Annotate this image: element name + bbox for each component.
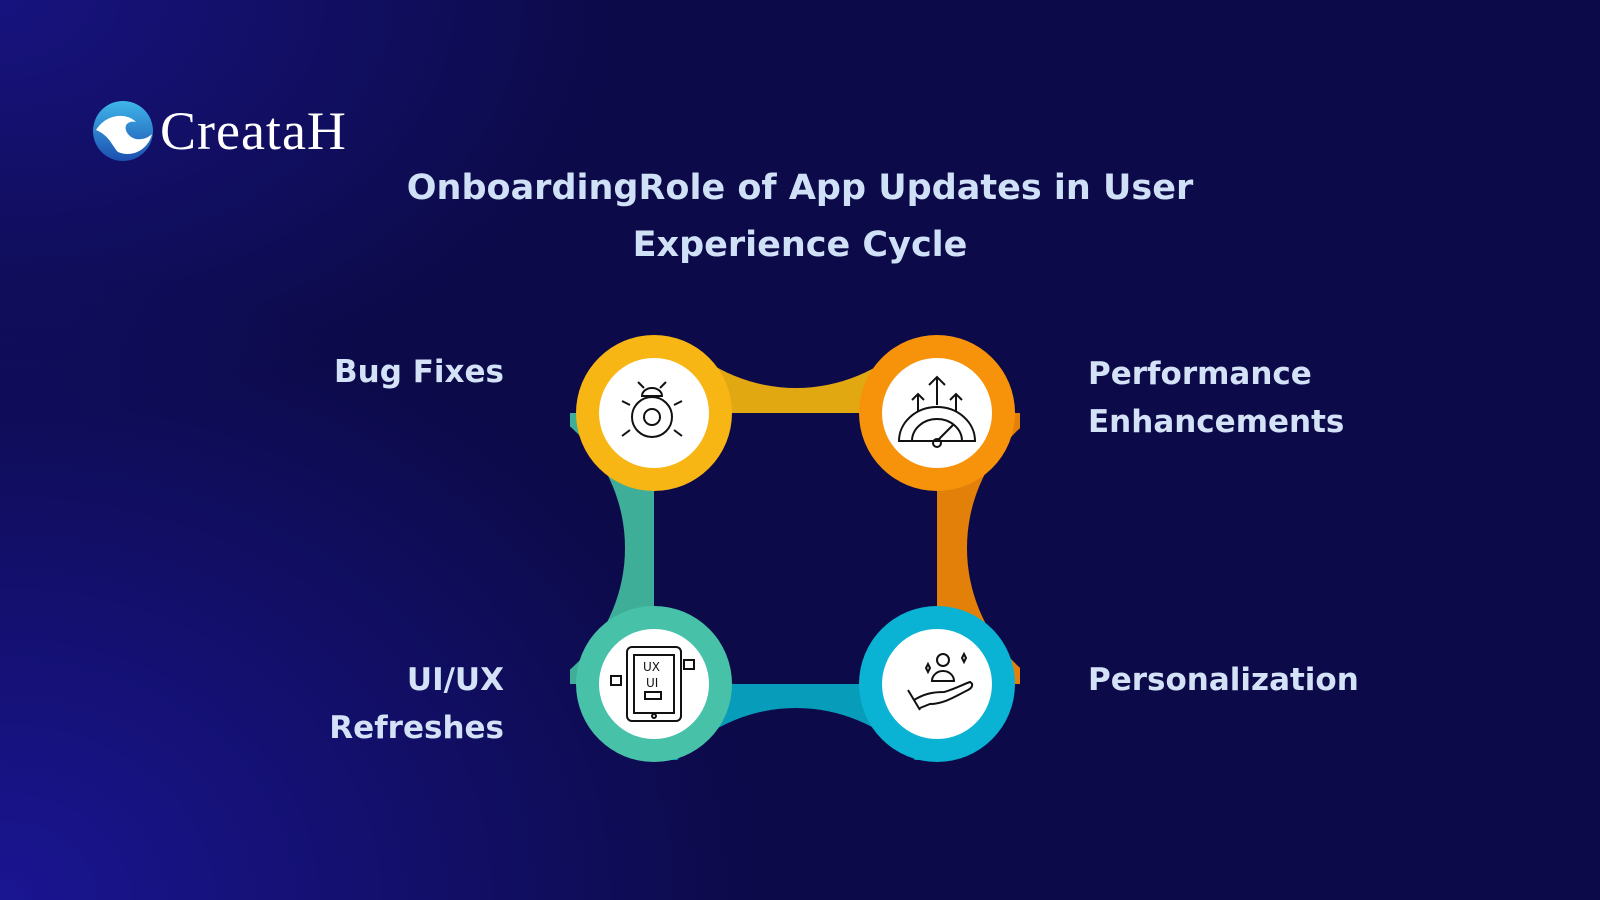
- svg-text:UX: UX: [643, 660, 660, 674]
- wave-logo-icon: [93, 101, 153, 161]
- label-performance-enhancements: Performance Enhancements: [1088, 356, 1345, 440]
- logo: CreataH: [92, 100, 347, 162]
- label-ui-ux-refreshes: UI/UX Refreshes: [329, 662, 504, 746]
- speedometer-arrows-icon: [897, 375, 977, 448]
- mobile-ui-ux-icon: UX UI: [610, 646, 695, 722]
- label-bug-fixes: Bug Fixes: [334, 354, 504, 390]
- node-ui-ux: UX UI: [576, 606, 732, 762]
- svg-text:UI: UI: [646, 676, 658, 690]
- node-performance: [859, 335, 1015, 491]
- node-bug-fixes: [576, 335, 732, 491]
- page-title: OnboardingRole of App Updates in User Ex…: [406, 168, 1194, 265]
- hand-person-icon: [907, 651, 974, 711]
- label-personalization: Personalization: [1088, 662, 1359, 698]
- node-personalization: [859, 606, 1015, 762]
- logo-text: CreataH: [160, 101, 347, 161]
- bug-gear-icon: [621, 381, 683, 438]
